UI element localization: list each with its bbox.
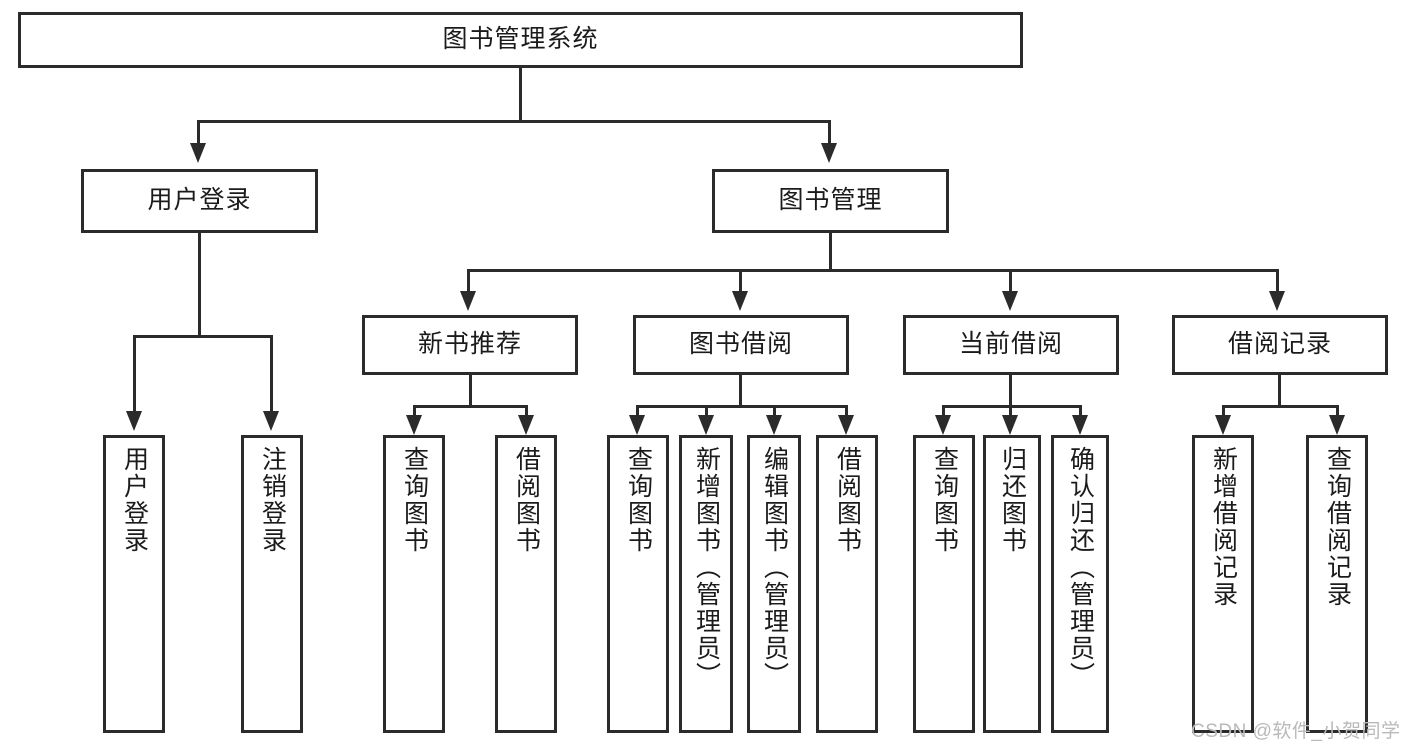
leaf-bb-query-book[interactable]: 查询图书 [607,435,669,733]
connector-level3-bus [467,269,1279,272]
leaf-label: 查询图书 [624,446,653,554]
connector-current-borrow-drop-1 [942,405,945,417]
csdn-watermark: CSDN @软件_小贺同学 [1191,721,1401,742]
connector-new-book-drop-1 [413,405,416,417]
leaf-label: 查询图书 [400,446,429,554]
leaf-nb-query-book[interactable]: 查询图书 [383,435,445,733]
arrowhead-leaf-nb-borrow-book [518,415,534,435]
node-root-book-management-system[interactable]: 图书管理系统 [18,12,1023,68]
arrowhead-leaf-br-query-record [1329,415,1345,435]
arrowhead-current-borrow [1002,291,1018,311]
leaf-label: 借阅图书 [833,446,862,554]
leaf-cb-query-book[interactable]: 查询图书 [913,435,975,733]
leaf-label: 编辑图书（管理员） [760,446,789,689]
connector-level2-drop-user-login [197,120,200,145]
connector-level3-drop-borrow-record [1276,269,1279,293]
leaf-label: 用户登录 [120,446,149,554]
arrowhead-leaf-logout [263,411,279,431]
node-label: 新书推荐 [417,330,522,359]
connector-new-book-bus [413,405,528,408]
connector-book-borrow-drop-4 [845,405,848,417]
connector-user-login-stem [198,233,201,335]
connector-level2-drop-book-management [828,120,831,145]
connector-level2-bus [197,120,831,123]
leaf-br-query-record[interactable]: 查询借阅记录 [1306,435,1368,733]
leaf-label: 归还图书 [998,446,1027,554]
connector-level3-drop-current-borrow [1009,269,1012,293]
arrowhead-leaf-user-login [126,411,142,431]
connector-borrow-record-stem [1278,375,1281,407]
leaf-user-login[interactable]: 用户登录 [103,435,165,733]
node-label: 图书管理系统 [442,25,599,54]
arrowhead-user-login [190,143,206,163]
arrowhead-leaf-bb-borrow-book [838,415,854,435]
connector-user-login-bus [133,335,273,338]
connector-new-book-stem [469,375,472,407]
arrowhead-leaf-cb-query-book [935,415,951,435]
leaf-bb-borrow-book[interactable]: 借阅图书 [816,435,878,733]
node-new-book-recommend[interactable]: 新书推荐 [362,315,578,375]
connector-book-borrow-bus [636,405,848,408]
connector-current-borrow-stem [1009,375,1012,407]
connector-level3-drop-new-book [467,269,470,293]
node-label: 图书借阅 [688,330,793,359]
node-user-login[interactable]: 用户登录 [81,169,318,233]
arrowhead-leaf-br-add-record [1215,415,1231,435]
leaf-label: 注销登录 [258,446,287,554]
leaf-br-add-record[interactable]: 新增借阅记录 [1192,435,1254,733]
leaf-cb-confirm-return-admin[interactable]: 确认归还（管理员） [1051,435,1109,733]
arrowhead-leaf-nb-query-book [406,415,422,435]
leaf-label: 新增借阅记录 [1209,446,1238,608]
node-label: 图书管理 [778,186,883,215]
leaf-label: 查询图书 [930,446,959,554]
arrowhead-book-management [821,143,837,163]
connector-book-borrow-drop-1 [636,405,639,417]
connector-user-login-drop-1 [133,335,136,413]
connector-book-borrow-drop-2 [705,405,708,417]
node-current-borrow[interactable]: 当前借阅 [903,315,1119,375]
arrowhead-leaf-bb-edit-book [766,415,782,435]
arrowhead-borrow-record [1269,291,1285,311]
connector-level3-drop-book-borrow [739,269,742,293]
connector-user-login-drop-2 [270,335,273,413]
leaf-label: 新增图书（管理员） [692,446,721,689]
connector-current-borrow-bus [942,405,1082,408]
connector-borrow-record-drop-2 [1336,405,1339,417]
node-label: 当前借阅 [958,330,1063,359]
connector-book-management-stem [829,233,832,271]
arrowhead-leaf-cb-return-book [1002,415,1018,435]
leaf-nb-borrow-book[interactable]: 借阅图书 [495,435,557,733]
connector-borrow-record-drop-1 [1222,405,1225,417]
leaf-label: 借阅图书 [512,446,541,554]
connector-book-borrow-drop-3 [773,405,776,417]
leaf-bb-add-book-admin[interactable]: 新增图书（管理员） [679,435,733,733]
connector-book-borrow-stem [739,375,742,407]
connector-new-book-drop-2 [525,405,528,417]
node-label: 用户登录 [147,186,252,215]
node-book-borrow[interactable]: 图书借阅 [633,315,849,375]
connector-borrow-record-bus [1222,405,1339,408]
arrowhead-leaf-bb-query-book [629,415,645,435]
arrowhead-leaf-cb-confirm-return [1072,415,1088,435]
connector-root-stem [519,68,522,120]
leaf-label: 确认归还（管理员） [1066,446,1095,689]
arrowhead-new-book-recommend [460,291,476,311]
connector-current-borrow-drop-2 [1009,405,1012,417]
arrowhead-book-borrow [732,291,748,311]
arrowhead-leaf-bb-add-book [698,415,714,435]
leaf-cb-return-book[interactable]: 归还图书 [983,435,1041,733]
node-label: 借阅记录 [1227,330,1332,359]
leaf-bb-edit-book-admin[interactable]: 编辑图书（管理员） [747,435,801,733]
connector-current-borrow-drop-3 [1079,405,1082,417]
leaf-logout-login[interactable]: 注销登录 [241,435,303,733]
node-book-management[interactable]: 图书管理 [712,169,949,233]
leaf-label: 查询借阅记录 [1323,446,1352,608]
node-borrow-record[interactable]: 借阅记录 [1172,315,1388,375]
